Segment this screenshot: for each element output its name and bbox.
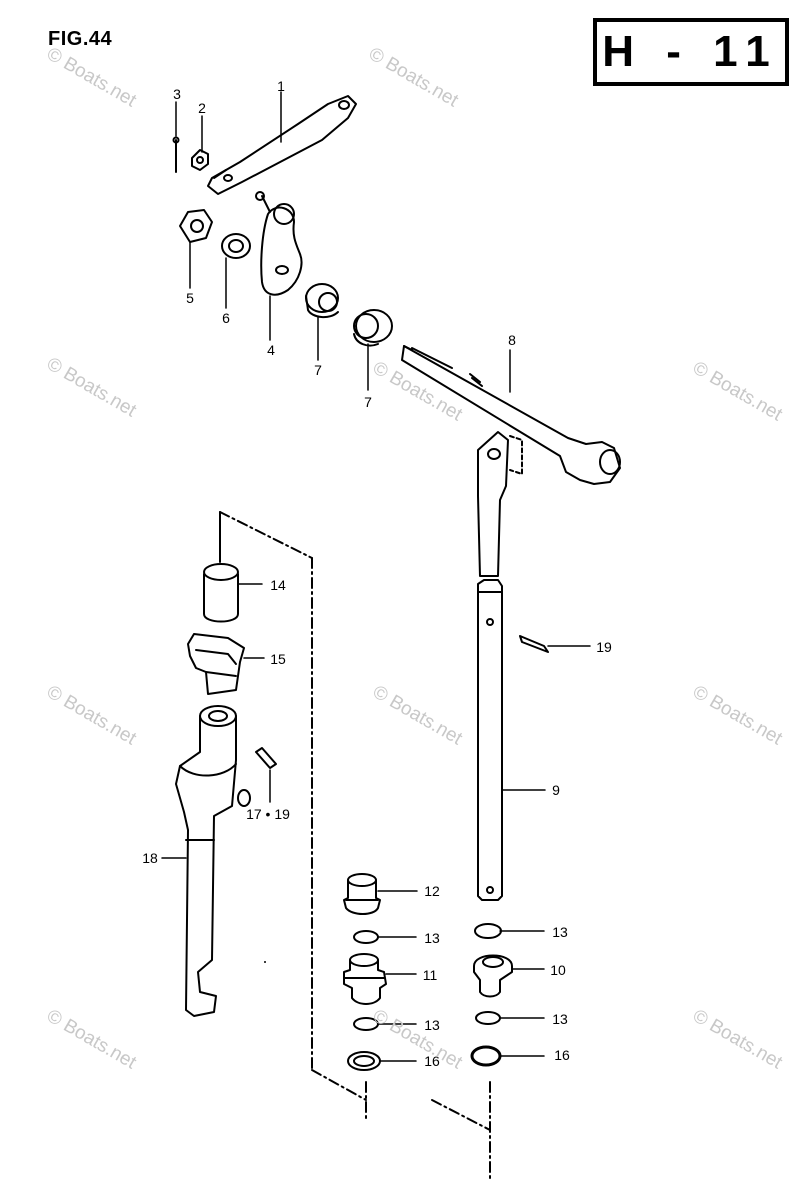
label-part-19: 19 bbox=[596, 639, 612, 655]
part-12-fitting bbox=[343, 873, 381, 915]
figure-title: FIG.44 bbox=[48, 28, 113, 50]
label-part-13c: 13 bbox=[424, 1017, 440, 1033]
label-part-11: 11 bbox=[422, 967, 438, 983]
part-8-shaft bbox=[401, 345, 621, 485]
part-13-ring-b bbox=[474, 923, 502, 939]
label-part-1: 1 bbox=[277, 78, 285, 94]
part-2-nut bbox=[191, 149, 209, 171]
label-part-17-19: 17 • 19 bbox=[246, 806, 290, 822]
part-10-plug bbox=[473, 954, 513, 998]
label-part-7a: 7 bbox=[314, 362, 322, 378]
part-16-gasket-a bbox=[347, 1051, 381, 1071]
label-part-6: 6 bbox=[222, 310, 230, 326]
label-part-10: 10 bbox=[550, 962, 566, 978]
part-13-ring-a bbox=[353, 930, 379, 944]
part-18-shift-arm bbox=[175, 705, 251, 1017]
label-part-8: 8 bbox=[508, 332, 516, 348]
part-9-rod-upper bbox=[477, 431, 523, 577]
part-7-bushing-a bbox=[305, 283, 339, 318]
part-14-cylinder bbox=[203, 563, 239, 623]
part-17-pin bbox=[255, 747, 277, 769]
label-part-16b: 16 bbox=[554, 1047, 570, 1063]
label-part-16a: 16 bbox=[424, 1053, 440, 1069]
label-part-14: 14 bbox=[270, 577, 286, 593]
part-6-washer bbox=[221, 233, 251, 259]
label-part-4: 4 bbox=[267, 342, 275, 358]
page-code-box: H - 11 bbox=[593, 18, 789, 86]
label-part-3: 3 bbox=[173, 86, 181, 102]
label-part-13d: 13 bbox=[552, 1011, 568, 1027]
part-19-pin bbox=[519, 635, 549, 653]
assembly-dashed-outline bbox=[219, 511, 491, 1181]
part-11-fitting bbox=[343, 953, 387, 1005]
leader-lines bbox=[161, 91, 591, 1062]
part-15-clip bbox=[187, 633, 245, 695]
label-part-15: 15 bbox=[270, 651, 286, 667]
part-4-lever bbox=[255, 191, 303, 296]
label-part-13a: 13 bbox=[424, 930, 440, 946]
label-part-13b: 13 bbox=[552, 924, 568, 940]
stray-dot bbox=[264, 961, 266, 963]
part-13-ring-d bbox=[475, 1011, 501, 1025]
label-part-12: 12 bbox=[424, 883, 440, 899]
part-5-nut bbox=[179, 209, 213, 243]
label-part-2: 2 bbox=[198, 100, 206, 116]
part-1-link-rod bbox=[207, 95, 357, 195]
label-part-18: 18 bbox=[142, 850, 158, 866]
part-3-pin bbox=[172, 136, 180, 173]
part-9-rod-lower bbox=[477, 579, 503, 901]
label-part-9: 9 bbox=[552, 782, 560, 798]
part-16-gasket-b bbox=[470, 1045, 502, 1067]
label-part-5: 5 bbox=[186, 290, 194, 306]
part-13-ring-c bbox=[353, 1017, 379, 1031]
label-part-7b: 7 bbox=[364, 394, 372, 410]
part-7-bushing-b bbox=[353, 309, 393, 347]
